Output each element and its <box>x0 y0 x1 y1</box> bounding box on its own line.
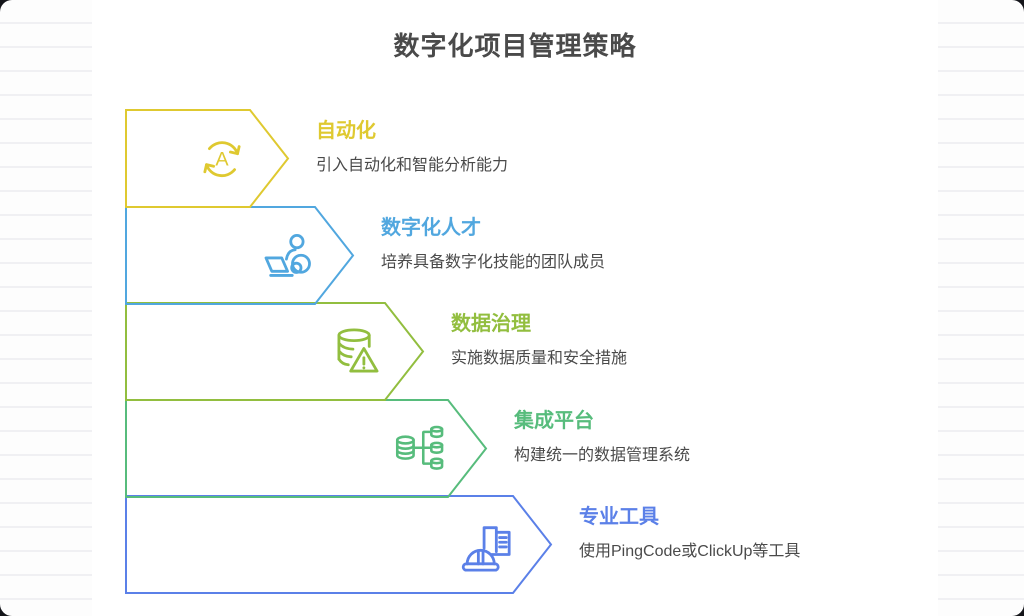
content-card <box>92 0 938 616</box>
infographic-title: 数字化项目管理策略 <box>393 31 637 61</box>
